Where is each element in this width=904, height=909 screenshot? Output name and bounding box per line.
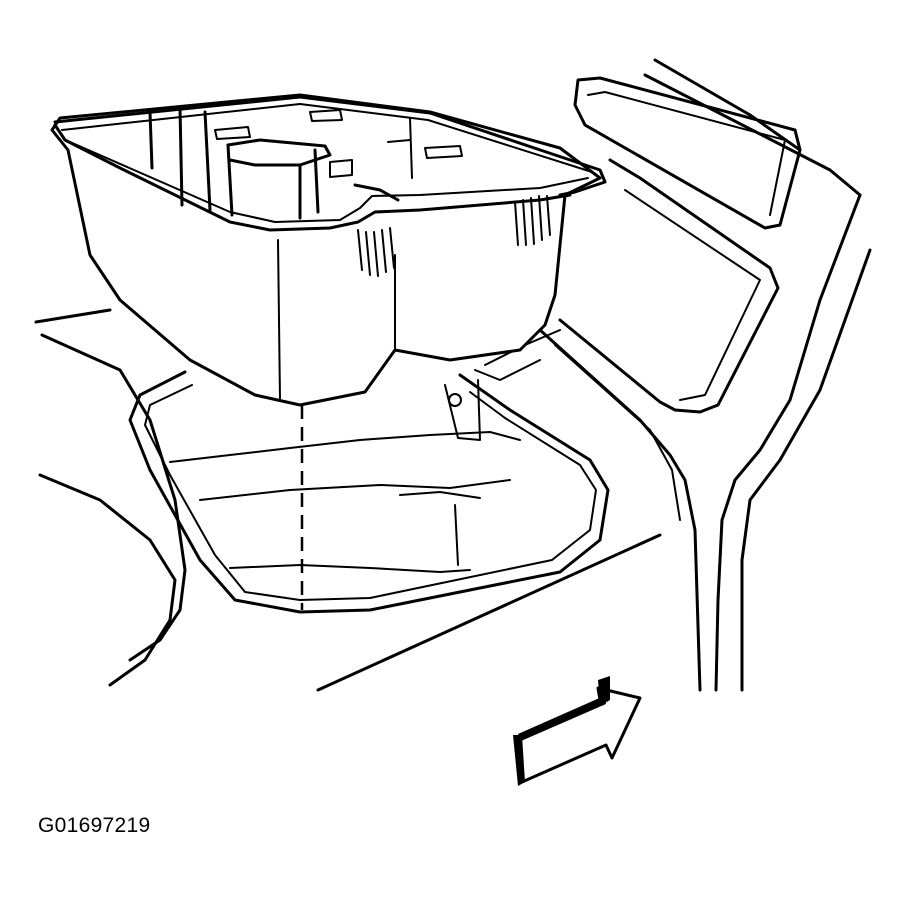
storage-tray-icon	[50, 93, 607, 407]
front-direction-arrow-icon	[513, 676, 642, 786]
side-panel-icon	[538, 58, 872, 692]
console-cavity-icon	[34, 308, 662, 692]
figure-id-label: G01697219	[38, 814, 151, 837]
